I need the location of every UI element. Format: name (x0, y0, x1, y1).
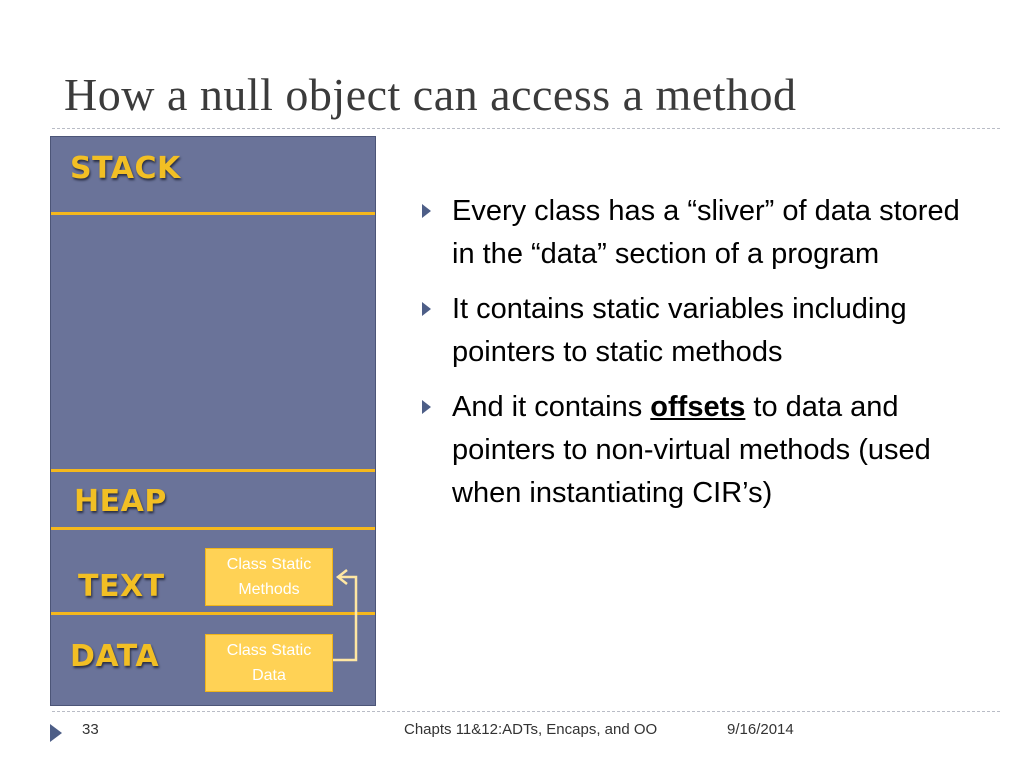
heap-top-divider (51, 469, 375, 472)
offsets-emphasis: offsets (650, 391, 746, 423)
class-static-methods-line1: Class Static (226, 556, 312, 573)
stack-label: STACK (70, 151, 181, 186)
class-static-data-box: Class Static Data (205, 634, 333, 692)
footer-date: 9/16/2014 (727, 721, 794, 738)
slide-number-triangle-icon (50, 724, 62, 742)
bullet-list: Every class has a “sliver” of data store… (420, 190, 980, 527)
class-static-methods-line2: Methods (238, 581, 300, 598)
bullet-triangle-icon (422, 400, 431, 414)
class-static-data-line2: Data (252, 667, 286, 684)
bullet-item: It contains static variables including p… (420, 288, 980, 374)
heap-bottom-divider (51, 527, 375, 530)
bullet-text-before: And it contains (452, 391, 651, 423)
bullet-text-after: to data and pointers to non-virtual meth… (452, 391, 931, 509)
arrow-icon (333, 569, 358, 662)
bullet-triangle-icon (422, 204, 431, 218)
slide-title: How a null object can access a method (64, 69, 797, 120)
text-label: TEXT (78, 569, 165, 604)
text-bottom-divider (51, 612, 375, 615)
class-static-data-line1: Class Static (226, 642, 312, 659)
slide-number: 33 (82, 721, 99, 738)
footer-course-text: Chapts 11&12:ADTs, Encaps, and OO (404, 721, 658, 738)
class-static-methods-box: Class Static Methods (205, 548, 333, 606)
bullet-triangle-icon (422, 302, 431, 316)
data-label: DATA (70, 639, 160, 674)
heap-label: HEAP (74, 484, 167, 519)
footer-divider (52, 711, 1000, 712)
bullet-item: Every class has a “sliver” of data store… (420, 190, 980, 276)
memory-layout-diagram: STACK HEAP TEXT DATA Class Static Method… (50, 136, 376, 706)
bullet-text: It contains static variables including p… (452, 293, 907, 368)
title-divider (52, 128, 1000, 129)
bullet-item: And it contains offsets to data and poin… (420, 386, 980, 515)
stack-divider (51, 212, 375, 215)
bullet-text: Every class has a “sliver” of data store… (452, 195, 960, 270)
